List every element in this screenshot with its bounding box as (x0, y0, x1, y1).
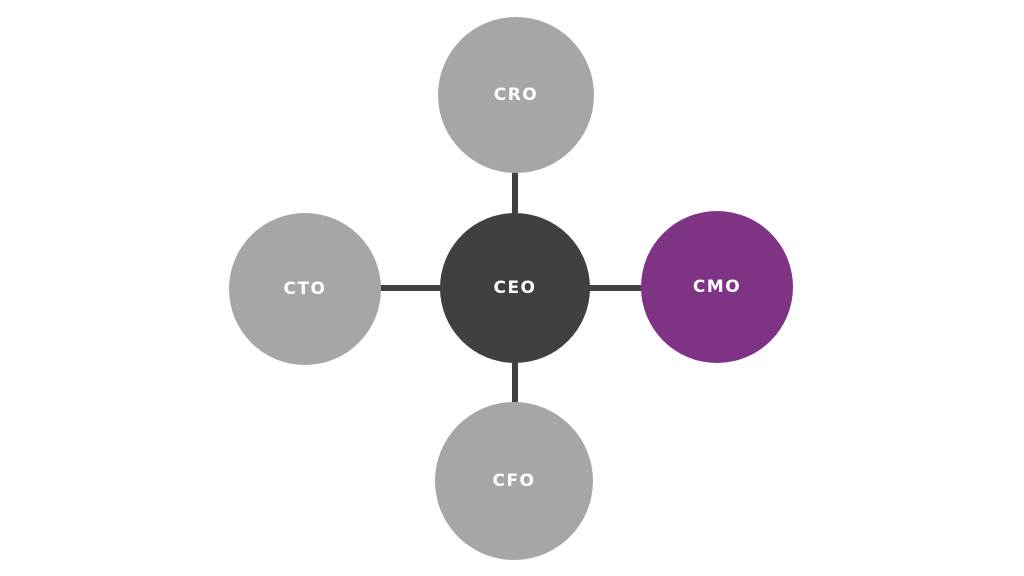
node-cmo[interactable]: CMO (641, 211, 793, 363)
node-cto-label: CTO (283, 278, 327, 299)
node-ceo[interactable]: CEO (440, 213, 590, 363)
node-ceo-label: CEO (493, 277, 537, 298)
node-cro-label: CRO (493, 84, 539, 105)
connector-ceo-cfo (512, 288, 518, 483)
connector-ceo-cro (512, 95, 518, 290)
connector-ceo-cmo (514, 285, 718, 291)
node-cro[interactable]: CRO (438, 17, 594, 173)
node-cto[interactable]: CTO (229, 213, 381, 365)
connector-ceo-cto (305, 285, 516, 291)
node-cfo[interactable]: CFO (435, 402, 593, 560)
node-cfo-label: CFO (492, 470, 536, 491)
node-cmo-label: CMO (692, 276, 742, 297)
